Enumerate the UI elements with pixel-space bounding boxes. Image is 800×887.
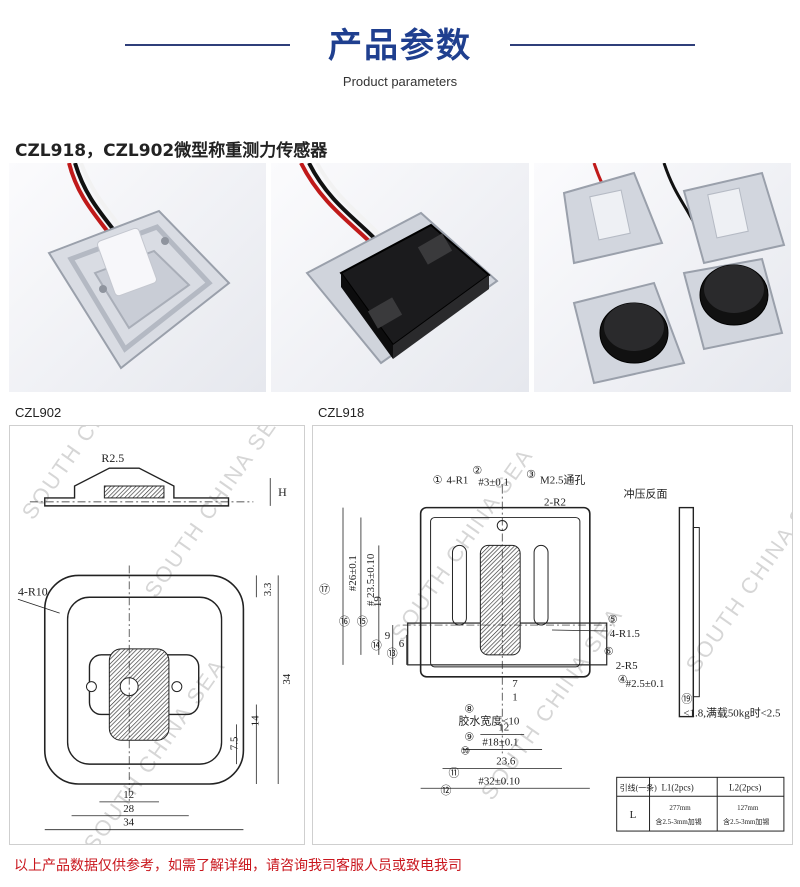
dim-r25: R2.5 bbox=[101, 451, 124, 465]
section-subtitle: Product parameters bbox=[342, 74, 458, 89]
callout-17: ⑰ bbox=[319, 583, 330, 596]
header-rule-left bbox=[125, 44, 290, 46]
callout-16: ⑯ bbox=[339, 615, 350, 628]
dim-12-right: 12 bbox=[498, 722, 509, 734]
dim-glue: 胶水宽度<10 bbox=[458, 714, 519, 728]
callout-3: ③ bbox=[526, 469, 536, 481]
product-name: CZL918，CZL902微型称重测力传感器 bbox=[15, 141, 328, 161]
czl902-label: CZL902 bbox=[15, 405, 62, 420]
dim-32: #32±0.10 bbox=[478, 775, 520, 787]
dim-23-5: # 23.5±0.10 bbox=[365, 553, 377, 606]
czl918-drawing: SOUTH CHINA SEA SOUTH CHINA SEA SOUTH CH… bbox=[312, 425, 793, 845]
dim-h: H bbox=[278, 485, 287, 499]
callout-15: ⑮ bbox=[357, 615, 368, 628]
table-l2-length: 127mm bbox=[737, 804, 759, 812]
stamp-back: 冲压反面 bbox=[624, 487, 668, 501]
dim-2r5: 2-R5 bbox=[616, 660, 638, 672]
callout-19: ⑲ bbox=[681, 693, 692, 706]
callout-2: ② bbox=[472, 465, 482, 477]
dim-7-5: 7.5 bbox=[228, 736, 240, 750]
table-l1-length: 277mm bbox=[669, 804, 691, 812]
callout-13: ⑬ bbox=[387, 647, 398, 660]
czl902-photo bbox=[9, 163, 266, 392]
dim-4r1-5: 4-R1.5 bbox=[610, 628, 641, 640]
dim-26: #26±0.1 bbox=[347, 555, 359, 591]
watermark-text: SOUTH CHINA SEA bbox=[17, 426, 169, 524]
callout-6: ⑥ bbox=[604, 646, 614, 658]
dim-19: 19 bbox=[372, 596, 384, 607]
watermark-text: SOUTH CHINA SEA bbox=[681, 475, 792, 677]
callout-11: ⑪ bbox=[448, 766, 459, 779]
callout-1: ① bbox=[433, 475, 443, 487]
dim-2r2: 2-R2 bbox=[544, 497, 566, 509]
dim-2-5: #2.5±0.1 bbox=[626, 678, 665, 690]
dim-14: 14 bbox=[249, 715, 261, 726]
table-l1-note: 含2.5-3mm加锡 bbox=[656, 817, 702, 826]
table-row-label: L bbox=[630, 809, 637, 821]
section-header: 产品参数 Product parameters bbox=[0, 0, 800, 110]
table-l2-note: 含2.5-3mm加锡 bbox=[723, 817, 769, 826]
callout-14: ⑭ bbox=[371, 639, 382, 652]
dim-6: 6 bbox=[399, 638, 405, 650]
section-title: 产品参数 bbox=[328, 26, 472, 66]
czl918-label: CZL918 bbox=[318, 405, 365, 420]
dim-7: 7 bbox=[512, 678, 518, 690]
czl902-drawing: SOUTH CHINA SEA SOUTH CHINA SEA SOUTH CH… bbox=[9, 425, 305, 845]
callout-5: ⑤ bbox=[608, 614, 618, 626]
dim-23-6: 23.6 bbox=[496, 755, 516, 767]
dim-34-vertical: 34 bbox=[281, 673, 293, 684]
callout-12: ⑫ bbox=[441, 784, 452, 797]
table-header-lead: 引线(一条) bbox=[620, 782, 657, 792]
dim-9: 9 bbox=[385, 630, 391, 642]
callout-9: ⑨ bbox=[464, 731, 474, 743]
disclaimer-text: 以上产品数据仅供参考，如需了解详细，请咨询我司客服人员或致电我司 bbox=[14, 858, 462, 874]
dim-12: 12 bbox=[123, 789, 134, 801]
dim-4r10: 4-R10 bbox=[18, 584, 48, 598]
dim-hole: M2.5通孔 bbox=[540, 474, 585, 487]
callout-4: ④ bbox=[618, 674, 628, 686]
dim-18: #18±0.1 bbox=[482, 736, 518, 748]
table-header-l2: L2(2pcs) bbox=[729, 782, 761, 792]
czl918-photo bbox=[271, 163, 529, 392]
group-photo bbox=[534, 163, 791, 392]
callout-10: ⑩ bbox=[460, 745, 470, 757]
dim-3-3: 3.3 bbox=[262, 582, 274, 596]
header-rule-right bbox=[510, 44, 695, 46]
table-header-l1: L1(2pcs) bbox=[661, 782, 693, 792]
dim-4r1: 4-R1 bbox=[447, 475, 469, 487]
dim-note: <1.8,满载50kg时<2.5 bbox=[683, 707, 781, 720]
dim-28: 28 bbox=[123, 803, 134, 815]
dim-1: 1 bbox=[512, 692, 517, 704]
dim-3-tol: #3±0.1 bbox=[478, 477, 509, 489]
callout-8: ⑧ bbox=[464, 704, 474, 716]
dim-34-horizontal: 34 bbox=[123, 817, 134, 829]
